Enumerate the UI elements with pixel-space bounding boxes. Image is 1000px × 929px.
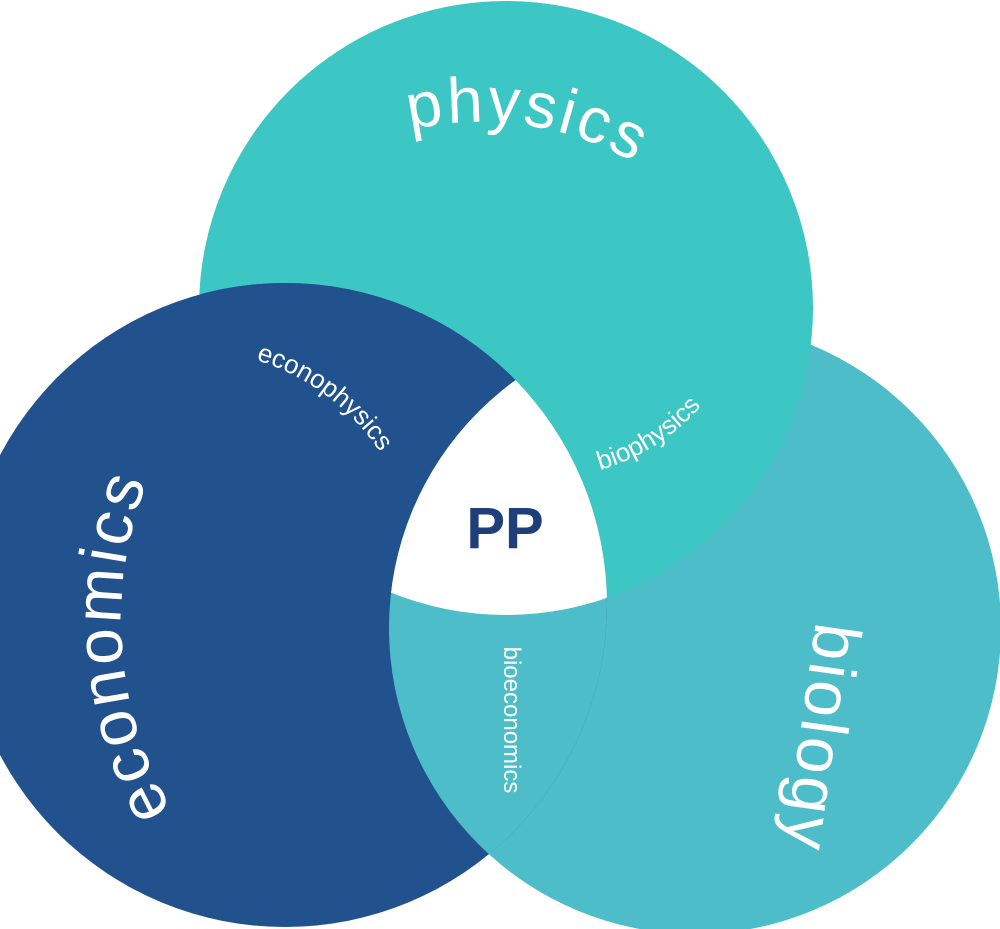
bioeconomics-label: bioeconomics	[498, 647, 525, 794]
center-label: PP	[466, 496, 543, 561]
physics-overlap-bio	[389, 322, 813, 615]
